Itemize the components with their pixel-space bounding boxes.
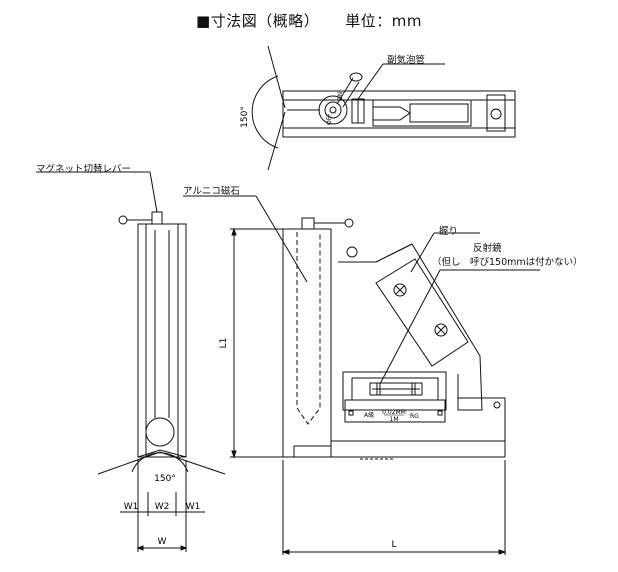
vial-fraction-top: 0.02MM [382,409,406,416]
on-label: ON [337,92,344,101]
side-view-body [137,223,187,458]
side-angle-arc [131,452,189,473]
w1-left-label: W1 [124,502,139,512]
label-grip: 握り [439,226,459,237]
title-main: ■寸法図（概略） [196,12,320,30]
top-angle-label: 150° [240,106,250,128]
label-mirror-note: （但し 呼び150mmは付かない） [432,257,583,268]
front-vial-block [342,371,447,411]
vial-grade-label: A級 [364,411,374,419]
l-label: L [391,540,396,550]
front-magnet-dashed [296,232,321,425]
side-view [36,171,226,552]
off-label: OFF [326,113,333,125]
w1-right-label: W1 [186,502,201,512]
top-view-body [282,90,516,138]
label-magnet: アルニコ磁石 [183,186,240,197]
l1-label: L1 [219,338,229,349]
front-grip [375,258,469,367]
side-view-magnet-circle [145,417,175,447]
top-view [251,45,516,171]
label-lever: マグネット切替レバー [36,164,132,175]
w-label: W [158,537,167,547]
w2-label: W2 [155,502,170,512]
side-angle-label: 150° [154,474,176,484]
drawing-title: ■寸法図（概略） 単位：mm [0,10,618,31]
top-angle-arc [251,75,279,149]
label-vial: 副気泡管 [387,55,426,66]
front-view [183,195,540,555]
label-mirror: 反射鏡 [473,243,502,254]
title-unit: 単位：mm [345,12,422,30]
vial-fraction-bottom: 1M [390,416,399,423]
vial-suffix: RG [410,413,419,420]
